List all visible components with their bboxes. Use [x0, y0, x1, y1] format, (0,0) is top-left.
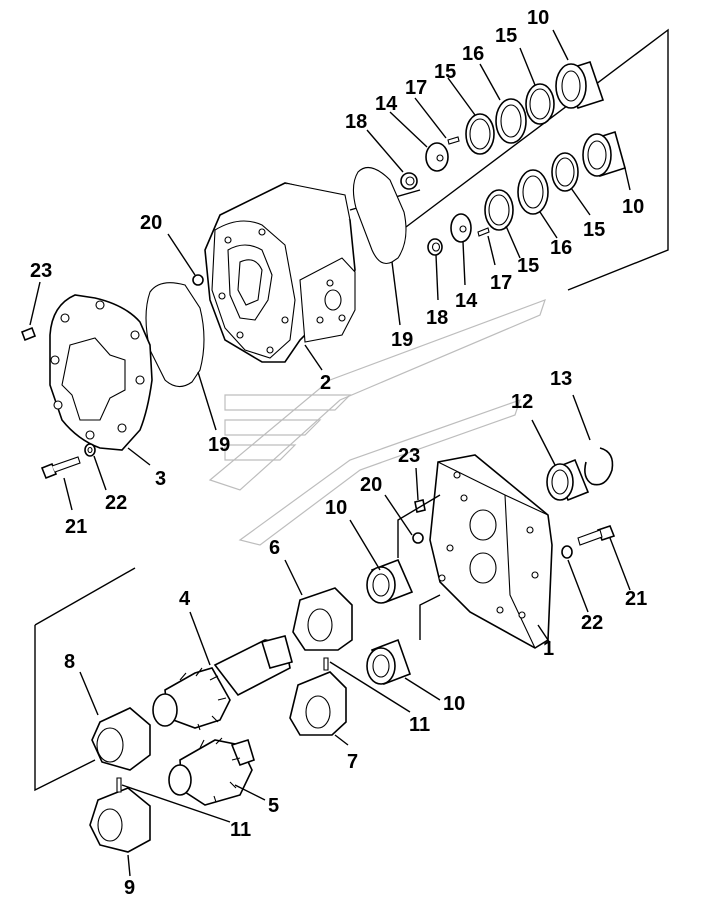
part-10-bushing-mid — [582, 130, 626, 178]
part-15-ring-a-inner — [529, 88, 551, 120]
part-16-seal-a-inner — [500, 104, 522, 138]
part-6-block — [292, 587, 353, 651]
callout-label: 10 — [325, 497, 347, 519]
part-4-drive-gear — [152, 635, 293, 731]
callout-label: 18 — [426, 307, 448, 329]
part-9-sleeve — [89, 787, 151, 853]
callout-label: 23 — [398, 445, 420, 467]
callout-label: 8 — [64, 651, 75, 673]
part-13-snap-ring — [584, 447, 614, 486]
leader-lines — [29, 29, 631, 877]
callout-label: 16 — [462, 43, 484, 65]
callout-labels: 10 15 16 15 17 14 18 10 15 16 15 17 14 1… — [30, 7, 647, 899]
part-10-bushing-lower — [366, 638, 412, 686]
callout-label: 5 — [268, 795, 279, 817]
part-21-bolt-right — [577, 525, 616, 546]
callout-label: 15 — [434, 61, 456, 83]
callout-label: 18 — [345, 111, 367, 133]
part-18-nut-b — [427, 238, 443, 256]
part-23-screw-left — [20, 326, 37, 342]
part-3-cover — [49, 294, 153, 451]
part-19-oring-upper — [352, 166, 407, 265]
part-21-bolt-left — [40, 456, 81, 480]
callout-label: 21 — [625, 588, 647, 610]
callout-label: 3 — [155, 468, 166, 490]
flange-frame-lines — [397, 494, 441, 640]
callout-label: 22 — [581, 612, 603, 634]
part-17-pin-a — [447, 136, 460, 145]
part-2-housing — [204, 182, 356, 363]
part-15-ring-b-inner — [469, 118, 491, 150]
callout-label: 15 — [495, 25, 517, 47]
part-12-bearing — [546, 458, 590, 502]
callout-label: 15 — [583, 219, 605, 241]
callout-label: 14 — [375, 93, 398, 115]
callout-label: 19 — [208, 434, 230, 456]
callout-label: 6 — [269, 537, 280, 559]
part-22-washer-left — [84, 443, 96, 457]
callout-label: 14 — [455, 290, 478, 312]
watermark-logo — [208, 299, 546, 546]
callout-label: 7 — [347, 751, 358, 773]
callout-label: 17 — [405, 77, 427, 99]
part-22-washer-right — [561, 545, 573, 559]
part-10-bushing-center — [366, 558, 414, 604]
part-7-block — [289, 671, 347, 736]
callout-label: 13 — [550, 368, 572, 390]
callout-label: 11 — [409, 714, 430, 736]
part-11-pin-upper — [323, 657, 329, 671]
callout-label: 20 — [140, 212, 162, 234]
part-19-oring-lower — [145, 282, 205, 388]
part-23-screw-right — [414, 499, 426, 513]
part-10-bushing-upper — [555, 60, 605, 110]
callout-label: 9 — [124, 877, 135, 899]
part-14-plate-a — [425, 142, 449, 172]
callout-label: 20 — [360, 474, 382, 496]
part-14-plate-b — [450, 213, 472, 243]
callout-label: 22 — [105, 492, 127, 514]
part-8-sleeve — [91, 707, 151, 771]
callout-label: 23 — [30, 260, 52, 282]
callout-label: 12 — [511, 391, 533, 413]
lower-frame — [34, 567, 136, 792]
callout-label: 21 — [65, 516, 87, 538]
callout-label: 10 — [527, 7, 549, 29]
callout-label: 15 — [517, 255, 539, 277]
callout-label: 10 — [622, 196, 644, 218]
part-17-pin-b — [477, 227, 490, 237]
callout-label: 19 — [391, 329, 413, 351]
callout-label: 1 — [543, 638, 554, 660]
part-16-seal-b-inner — [522, 175, 544, 209]
callout-label: 16 — [550, 237, 572, 259]
callout-label: 11 — [230, 819, 251, 841]
part-1-flange — [429, 454, 553, 649]
callout-label: 2 — [320, 372, 331, 394]
callout-label: 4 — [179, 588, 191, 610]
part-18-nut-a — [400, 172, 418, 190]
part-15-ring-d-inner — [488, 194, 510, 226]
part-20-dowel-upper — [192, 274, 204, 286]
callout-label: 17 — [490, 272, 512, 294]
callout-label: 10 — [443, 693, 465, 715]
part-20-dowel-right — [412, 532, 424, 544]
part-5-driven-gear — [168, 737, 255, 806]
part-15-ring-c-inner — [555, 157, 575, 187]
part-11-pin-lower — [116, 777, 122, 793]
